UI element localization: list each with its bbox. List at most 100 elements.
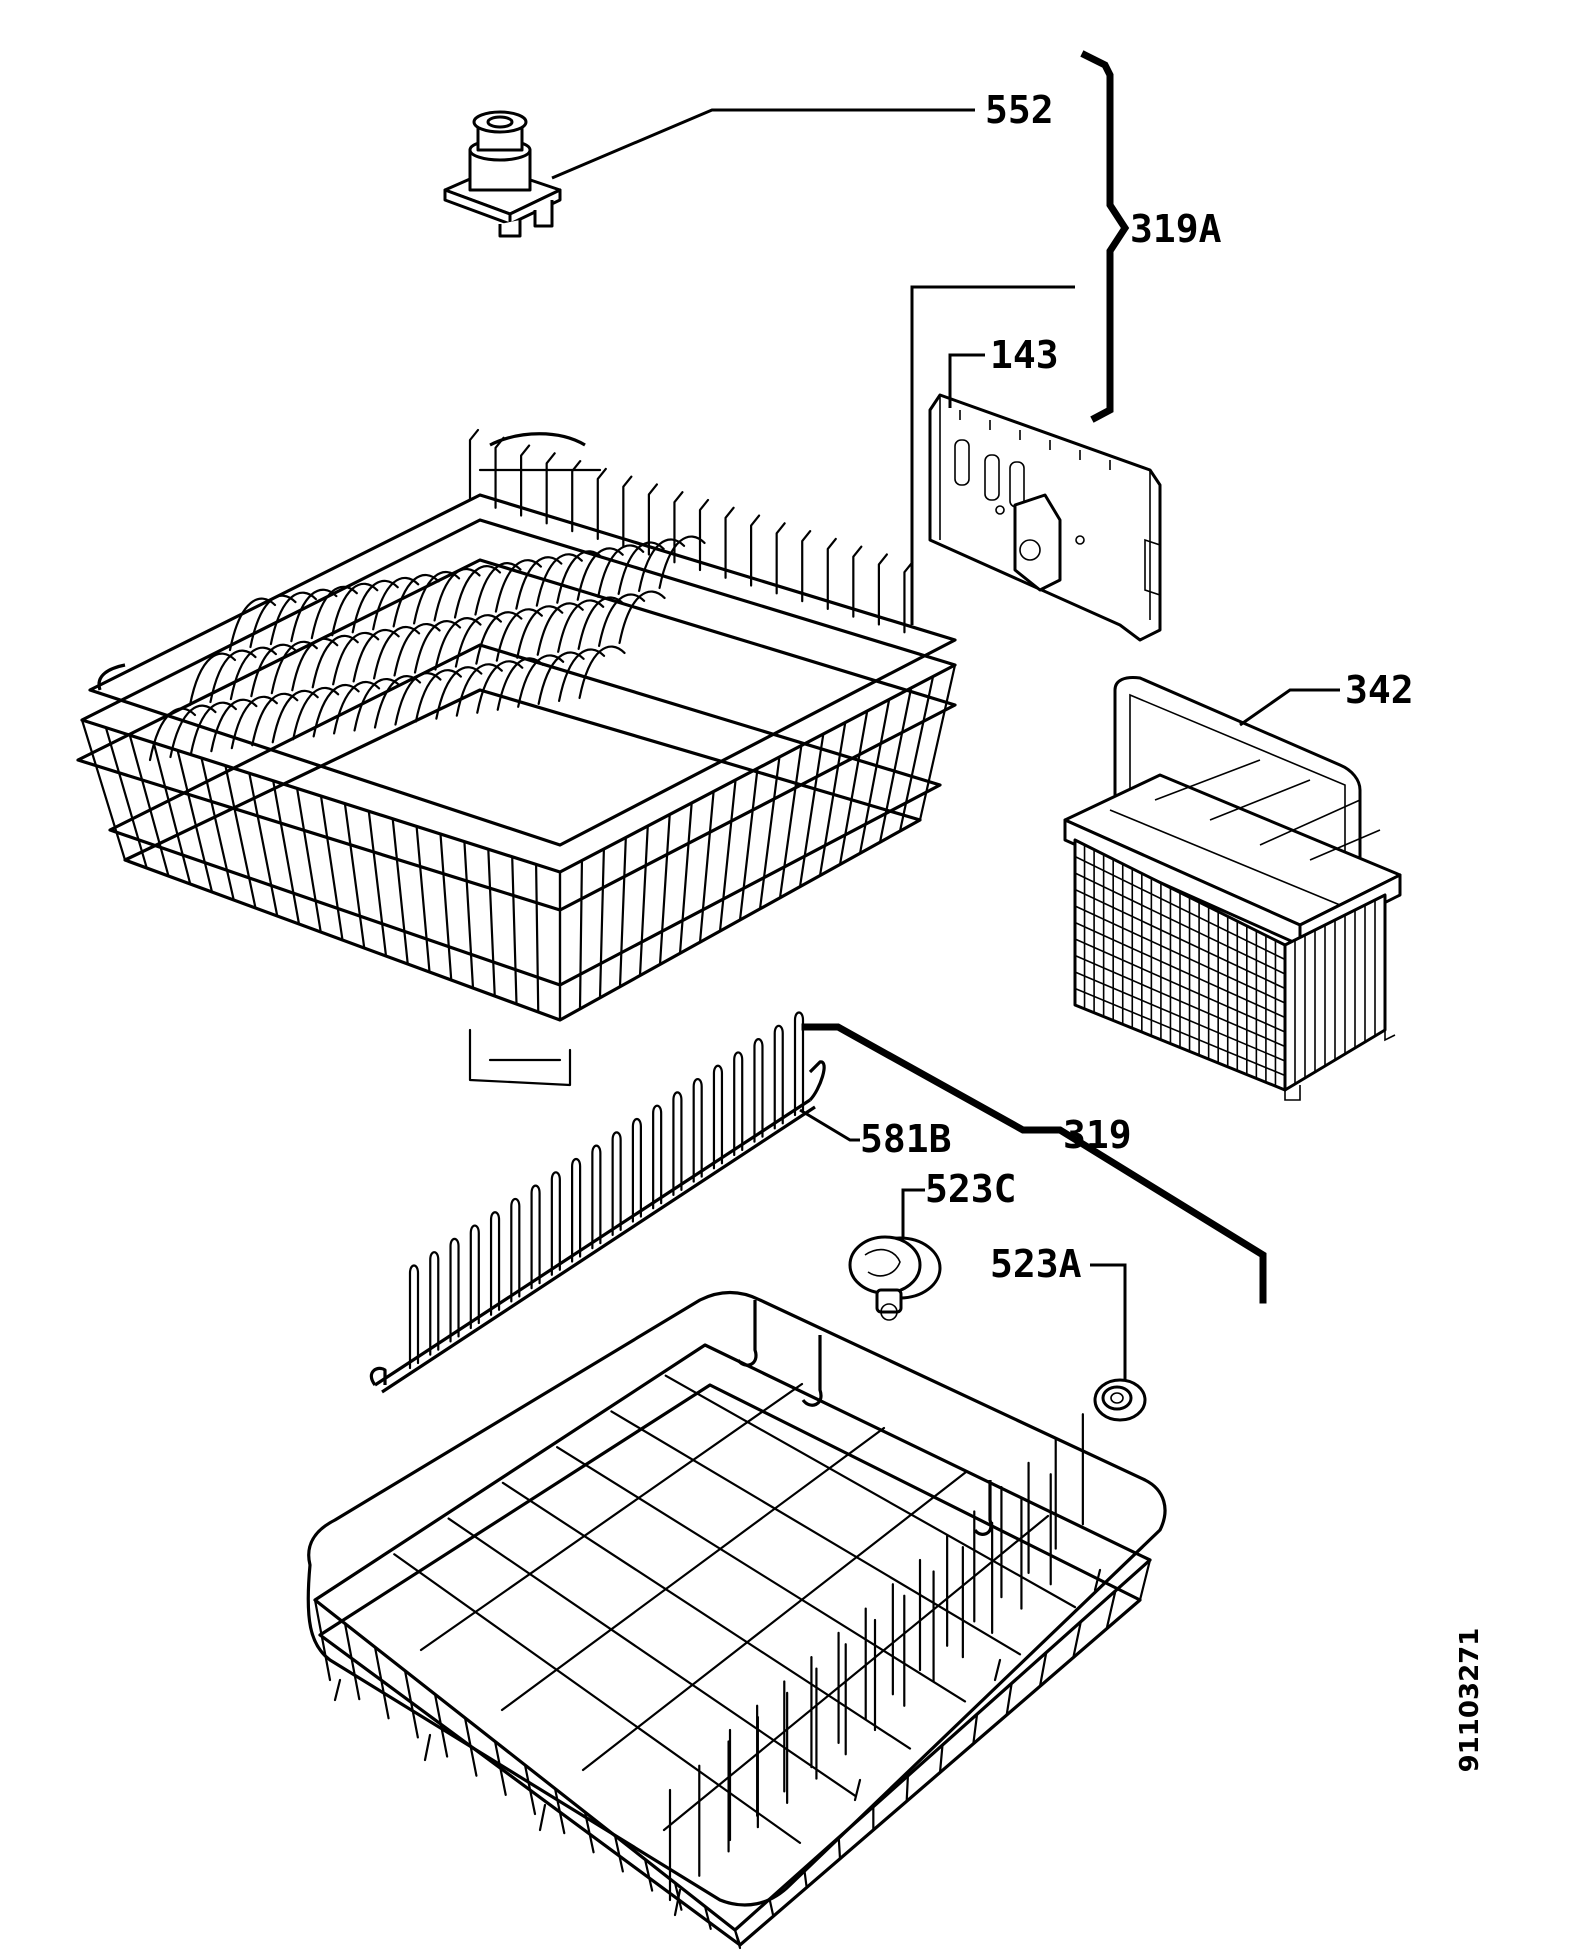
lower-basket-post bbox=[403, 1669, 419, 1739]
tine bbox=[591, 1144, 602, 1250]
lower-basket-post bbox=[905, 1774, 910, 1803]
basket-mesh-line bbox=[1074, 888, 1286, 990]
lower-basket-post bbox=[613, 1834, 624, 1873]
label-581B: 581B bbox=[860, 1117, 952, 1161]
lower-basket-floor-wire bbox=[501, 1481, 912, 1750]
leader-upper-group bbox=[910, 285, 1075, 625]
label-552: 552 bbox=[985, 88, 1054, 132]
upper-basket-post bbox=[176, 749, 214, 894]
tine bbox=[733, 1051, 744, 1157]
lower-basket-post bbox=[373, 1646, 390, 1720]
upper-basket-post bbox=[343, 802, 366, 950]
lower-basket-post bbox=[343, 1622, 361, 1701]
upper-basket-post bbox=[738, 767, 759, 922]
basket-mesh-line bbox=[1074, 954, 1286, 1048]
upper-basket-back-tine bbox=[801, 530, 812, 603]
upper-basket-post bbox=[878, 686, 913, 844]
upper-basket-post bbox=[439, 832, 453, 982]
lower-basket-post bbox=[463, 1716, 478, 1777]
label-319A: 319A bbox=[1130, 207, 1222, 251]
nut-523A-icon bbox=[1093, 1378, 1147, 1422]
tine bbox=[429, 1251, 440, 1356]
upper-basket-post bbox=[391, 817, 409, 966]
upper-basket-post bbox=[248, 772, 279, 918]
upper-basket-post bbox=[618, 836, 627, 988]
tine bbox=[753, 1038, 764, 1143]
lower-basket-floor-wire bbox=[664, 1374, 1077, 1609]
upper-basket-back-tine bbox=[545, 452, 556, 525]
leader-342 bbox=[1239, 688, 1340, 727]
upper-basket-post bbox=[678, 801, 693, 955]
lower-basket-post bbox=[972, 1713, 979, 1745]
upper-basket-tine bbox=[618, 590, 666, 645]
basket-mesh-line bbox=[1074, 987, 1286, 1077]
upper-basket-post bbox=[511, 855, 518, 1006]
tine bbox=[530, 1184, 541, 1290]
tine-row-581B-icon bbox=[369, 1011, 826, 1394]
upper-basket-post bbox=[296, 787, 322, 934]
tine bbox=[550, 1171, 561, 1276]
lower-basket-post bbox=[1038, 1651, 1048, 1688]
upper-basket-post bbox=[152, 741, 192, 886]
basket-mesh-line bbox=[1074, 938, 1286, 1033]
tine bbox=[611, 1131, 622, 1236]
lower-basket-post bbox=[1072, 1620, 1082, 1659]
tine bbox=[510, 1197, 521, 1303]
bracket-319 bbox=[801, 1023, 1267, 1304]
upper-basket-back-tine bbox=[673, 491, 684, 564]
lower-basket-post bbox=[493, 1740, 507, 1796]
upper-basket-post bbox=[200, 756, 235, 902]
lower-basket-floor-wire bbox=[610, 1410, 1022, 1656]
upper-basket-back-tine bbox=[724, 506, 735, 579]
basket-mesh-line bbox=[1074, 855, 1286, 961]
lower-basket-post bbox=[803, 1867, 808, 1889]
basket-mesh-line bbox=[1074, 905, 1286, 1004]
lower-basket-post bbox=[1105, 1589, 1117, 1630]
upper-basket-post bbox=[838, 709, 869, 866]
tine bbox=[773, 1024, 784, 1130]
lower-basket-post bbox=[938, 1743, 944, 1774]
upper-basket-post bbox=[272, 779, 301, 926]
upper-basket-back-tine bbox=[520, 444, 531, 517]
tine bbox=[571, 1157, 582, 1263]
upper-basket-post bbox=[898, 675, 935, 833]
label-523C: 523C bbox=[925, 1167, 1017, 1211]
leader-552 bbox=[551, 108, 975, 180]
lower-basket-post bbox=[583, 1811, 595, 1854]
brace-319A bbox=[1080, 50, 1130, 423]
tine bbox=[449, 1237, 460, 1343]
basket-mesh-line bbox=[1074, 921, 1286, 1019]
lower-basket-floor-wire bbox=[419, 1382, 804, 1652]
upper-basket-back-tine bbox=[698, 498, 710, 572]
lower-basket-post bbox=[1138, 1558, 1152, 1602]
basket-mesh-line bbox=[1074, 872, 1286, 975]
upper-basket-post bbox=[778, 744, 803, 899]
label-319: 319 bbox=[1063, 1113, 1132, 1157]
upper-basket-back-tine bbox=[647, 483, 658, 556]
upper-basket-back-tine bbox=[826, 537, 837, 610]
upper-basket-back-tine bbox=[775, 522, 786, 595]
lower-basket-icon bbox=[306, 1290, 1167, 1950]
label-143: 143 bbox=[990, 333, 1059, 377]
tine bbox=[469, 1224, 480, 1330]
upper-basket-post bbox=[463, 840, 475, 990]
lower-basket-post bbox=[703, 1905, 712, 1930]
upper-basket-post bbox=[858, 698, 891, 855]
upper-basket-post bbox=[578, 859, 584, 1010]
upper-basket-post bbox=[104, 726, 148, 870]
document-number: 91103271 bbox=[1455, 1627, 1485, 1773]
lower-basket-post bbox=[523, 1763, 537, 1816]
upper-basket-post bbox=[487, 848, 496, 998]
lower-basket-floor-wire bbox=[500, 1426, 886, 1712]
label-523A: 523A bbox=[990, 1242, 1082, 1286]
upper-basket-back-tine bbox=[877, 553, 888, 626]
leader-143 bbox=[948, 353, 985, 408]
leader-523C bbox=[901, 1188, 925, 1238]
upper-basket-post bbox=[798, 732, 825, 888]
tine bbox=[489, 1211, 501, 1316]
lower-basket-post bbox=[433, 1693, 449, 1758]
upper-basket-post bbox=[718, 778, 737, 933]
upper-basket-back-tine bbox=[622, 475, 633, 548]
roller-552-icon bbox=[443, 110, 562, 238]
